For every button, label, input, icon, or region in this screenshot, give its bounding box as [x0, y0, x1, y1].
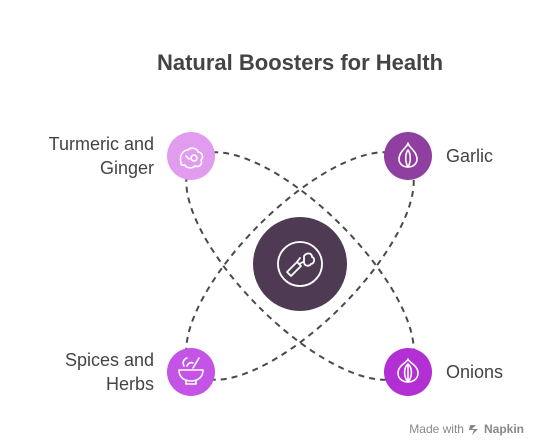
label-garlic: Garlic	[446, 144, 526, 168]
watermark-prefix: Made with	[409, 422, 464, 436]
label-onions: Onions	[446, 360, 526, 384]
label-garlic-line1: Garlic	[446, 146, 494, 166]
label-spices-line2: Herbs	[105, 374, 154, 394]
onion-icon	[397, 358, 419, 383]
node-garlic	[384, 132, 432, 180]
garlic-icon	[398, 142, 418, 168]
watermark-brand: Napkin	[483, 422, 524, 436]
node-spices-herbs	[167, 348, 215, 396]
diagram-title: Natural Boosters for Health	[156, 50, 444, 75]
center-hub	[253, 217, 347, 311]
label-spices-herbs: Spices and Herbs	[20, 348, 154, 396]
label-turmeric-ginger: Turmeric and Ginger	[20, 132, 154, 180]
turmeric-ginger-icon	[179, 147, 204, 169]
mortar-pestle-icon	[178, 357, 204, 385]
napkin-logo-icon	[468, 425, 478, 435]
label-spices-line1: Spices and	[64, 350, 154, 370]
carrot-vegetables-icon	[277, 241, 323, 287]
label-turmeric-line1: Turmeric and	[48, 134, 154, 154]
node-onions	[384, 348, 432, 396]
label-onions-line1: Onions	[446, 362, 504, 382]
node-turmeric-ginger	[167, 132, 215, 180]
watermark: Made with Napkin	[409, 422, 524, 436]
label-turmeric-line2: Ginger	[99, 158, 154, 178]
